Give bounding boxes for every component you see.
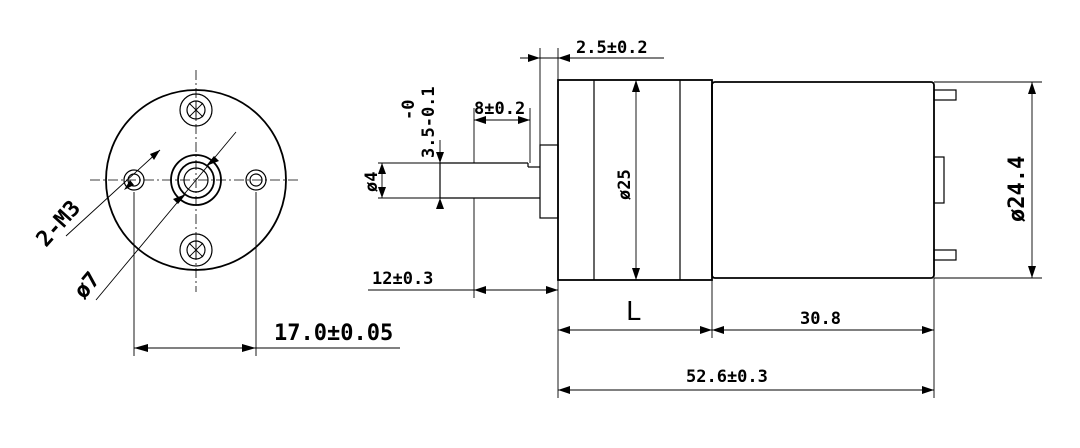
gearbox-length-label: L xyxy=(626,297,641,327)
side-view: 2.5±0.2 8±0.2 3.5-0.1 -0 ø4 12±0.3 ø25 xyxy=(362,38,1042,398)
bottom-screw-icon xyxy=(179,233,213,267)
flat-tolerance-upper: -0 xyxy=(399,100,419,120)
rear-bushing xyxy=(933,156,945,204)
output-bore xyxy=(183,167,209,193)
front-view: 2-M3 ø7 17.0±0.05 xyxy=(32,70,400,356)
bore-label: ø7 xyxy=(69,267,105,303)
top-screw-icon xyxy=(179,93,213,127)
flat-tolerance-lower: 3.5-0.1 xyxy=(419,86,439,158)
m3-hole-left xyxy=(123,169,145,191)
gearbox-body xyxy=(557,79,713,281)
total-length-label: 52.6±0.3 xyxy=(686,367,768,387)
collar-label: 2.5±0.2 xyxy=(576,38,648,58)
shaft-collar xyxy=(539,144,559,219)
motor-dia-label: ø24.4 xyxy=(1005,156,1030,222)
shaft-dia-label: ø4 xyxy=(362,172,382,192)
motor-length-label: 30.8 xyxy=(800,309,841,329)
spacing-label: 17.0±0.05 xyxy=(274,321,393,346)
gearbox-face-circle xyxy=(105,89,287,271)
gearbox-dia-label: ø25 xyxy=(615,169,635,200)
m3-hole-right xyxy=(245,169,267,191)
shaft-length-label: 12±0.3 xyxy=(372,269,433,289)
m3-leader xyxy=(65,149,161,237)
output-boss xyxy=(177,161,215,199)
output-boss-outer xyxy=(170,154,222,206)
flat-label: 8±0.2 xyxy=(474,99,525,119)
terminal-top xyxy=(933,89,957,101)
terminal-bottom xyxy=(933,249,957,261)
motor-body xyxy=(711,81,935,279)
thread-label: 2-M3 xyxy=(32,196,86,252)
